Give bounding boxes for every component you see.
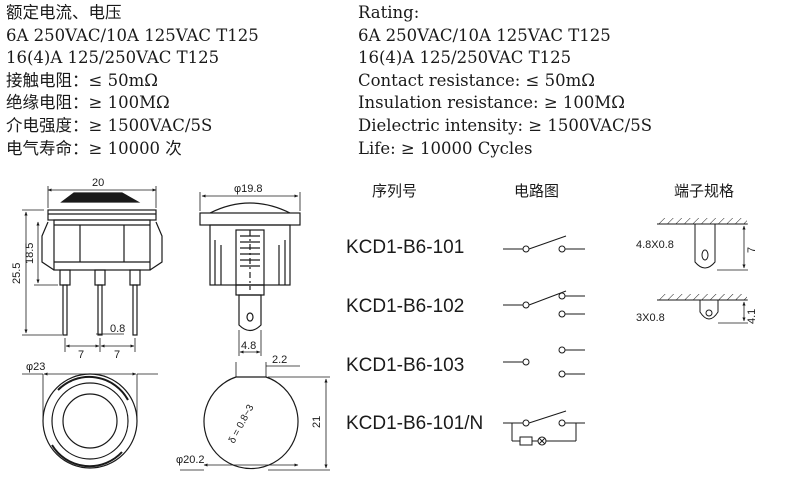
spec-cn-contact-resistance: 接触电阻：≤ 50mΩ (6, 70, 158, 90)
spec-block-english: Rating: 6A 250VAC/10A 125VAC T125 16(4)A… (358, 2, 652, 160)
model-kcd1-b6-102: KCD1-B6-102 (346, 296, 465, 317)
dim-height-total-label: 25.5 (11, 263, 23, 284)
dim-diameter-cut-label: φ20.2 (176, 454, 205, 466)
terminal-spec-1 (657, 218, 748, 271)
spec-en-dielectric: Dielectric intensity: ≥ 1500VAC/5S (358, 115, 653, 135)
model-kcd1-b6-101: KCD1-B6-101 (346, 237, 465, 258)
dim-pin-pitch-right-label: 7 (114, 349, 120, 361)
dim-flat-offset-label: 2.2 (272, 354, 287, 366)
terminal-1-height-label: 7 (746, 247, 758, 253)
switch-side-view (41, 192, 163, 336)
model-kcd1-b6-101n: KCD1-B6-101/N (346, 413, 484, 434)
spec-en-rating-2: 16(4)A 125/250VAC T125 (358, 48, 572, 68)
terminal-2-height-label: 4.1 (746, 309, 758, 324)
front-dome (209, 202, 291, 214)
dim-diameter-top-label: φ19.8 (234, 183, 263, 195)
dim-cut-height-label: 21 (311, 416, 323, 428)
spec-en-contact-resistance: Contact resistance: ≤ 50mΩ (358, 70, 595, 90)
dim-width-label: 20 (92, 177, 104, 189)
dim-panel-thickness-label: δ = 0.8~3 (227, 403, 257, 446)
spec-en-life: Life: ≥ 10000 Cycles (358, 138, 533, 158)
dim-pin-width-label: 4.8 (241, 340, 256, 352)
model-kcd1-b6-103: KCD1-B6-103 (346, 355, 465, 376)
pin-middle (97, 284, 103, 336)
dim-pin-pitch-left-label: 7 (78, 349, 84, 361)
circuit-101n (503, 410, 585, 446)
header-circuit-diagram: 电路图 (514, 182, 560, 200)
terminal-1-size-label: 4.8X0.8 (636, 239, 674, 251)
spec-cn-life: 电气寿命：≥ 10000 次 (6, 138, 182, 158)
spec-en-rating-title: Rating: (358, 3, 420, 22)
side-view-dimensions (22, 186, 157, 352)
panel-cutout-view (203, 376, 299, 470)
dim-pin-thickness-label: 0.8 (110, 323, 125, 335)
spec-cn-rating-1: 6A 250VAC/10A 125VAC T125 (6, 25, 259, 45)
cutout-shape (203, 376, 299, 470)
spec-cn-insulation-resistance: 绝缘电阻：≥ 100MΩ (6, 93, 170, 113)
spec-cn-rating-2: 16(4)A 125/250VAC T125 (6, 48, 220, 68)
front-pin (238, 294, 262, 332)
dim-diameter-bezel-label: φ23 (26, 361, 45, 373)
spec-block-chinese: 额定电流、电压 6A 250VAC/10A 125VAC T125 16(4)A… (6, 2, 259, 160)
spec-en-rating-1: 6A 250VAC/10A 125VAC T125 (358, 25, 611, 45)
terminal-2-size-label: 3X0.8 (636, 312, 665, 324)
circuit-103 (503, 346, 585, 378)
circuit-102 (503, 290, 585, 318)
bezel-flange (47, 209, 157, 221)
switch-front-view (199, 202, 301, 332)
header-serial-number: 序列号 (372, 182, 418, 200)
spec-en-insulation-resistance: Insulation resistance: ≥ 100MΩ (358, 93, 625, 113)
spec-cn-dielectric: 介电强度：≥ 1500VAC/5S (6, 115, 213, 135)
pin-right (132, 284, 138, 336)
dim-height-body-label: 18.5 (24, 243, 36, 264)
spec-cn-rating-title: 额定电流、电压 (6, 3, 122, 22)
circuit-101 (503, 235, 585, 253)
rocker-shape (60, 192, 141, 203)
terminal-spec-2 (657, 294, 748, 324)
pin-left (62, 284, 68, 336)
header-terminal-spec: 端子规格 (674, 182, 735, 200)
bezel-top-view (42, 373, 138, 469)
